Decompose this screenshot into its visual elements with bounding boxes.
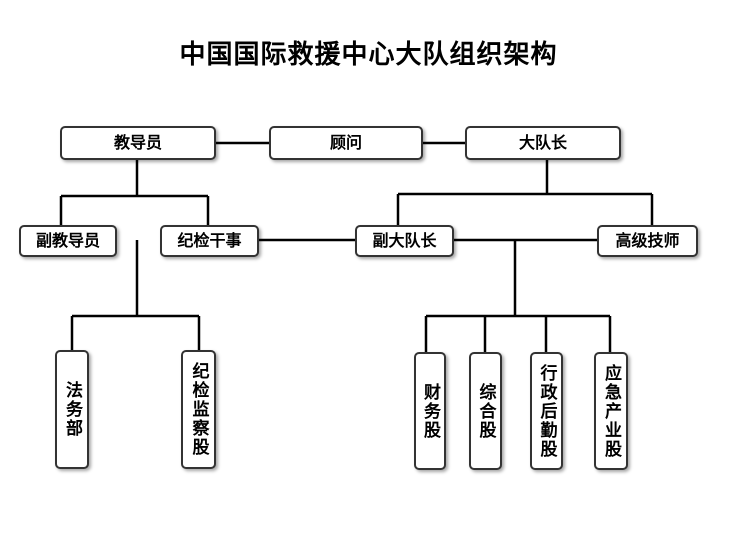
- node-emergency-industry: 应急产业股: [594, 352, 628, 470]
- node-logistics: 行政后勤股: [530, 352, 563, 470]
- chart-title: 中国国际救援中心大队组织架构: [179, 40, 558, 70]
- node-finance: 财务股: [414, 352, 446, 470]
- node-deputy-captain: 副大队长: [355, 225, 454, 257]
- node-deputy-instructor: 副教导员: [19, 225, 117, 257]
- node-general-affairs: 综合股: [469, 352, 502, 470]
- node-discipline-officer: 纪检干事: [160, 225, 259, 257]
- node-legal-dept: 法务部: [55, 350, 89, 469]
- node-instructor: 教导员: [60, 126, 216, 160]
- node-advisor: 顾问: [269, 126, 423, 160]
- node-senior-technician: 高级技师: [597, 225, 698, 257]
- node-discipline-supervision: 纪检监察股: [181, 350, 216, 469]
- node-captain: 大队长: [465, 126, 621, 160]
